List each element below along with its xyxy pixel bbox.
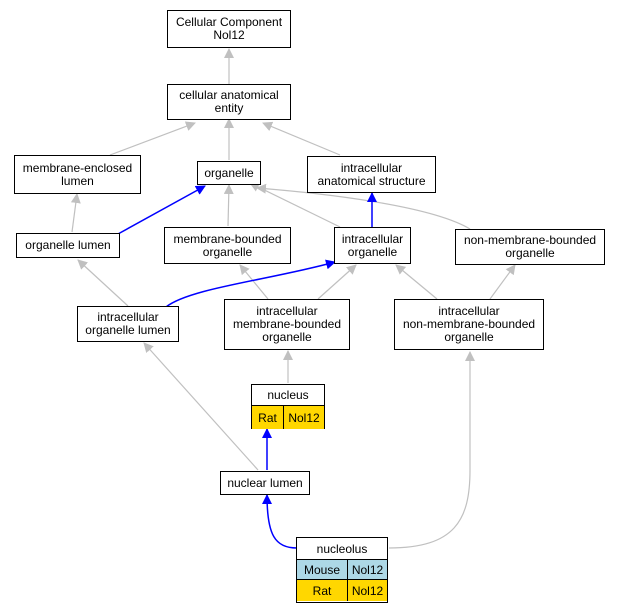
gene-cell: Nol12 bbox=[347, 580, 387, 601]
node-intracellular-membrane-bounded-organelle[interactable]: intracellular membrane-bounded organelle bbox=[224, 299, 350, 350]
node-organelle-lumen[interactable]: organelle lumen bbox=[16, 233, 120, 258]
edge-imbo-mbo bbox=[239, 264, 269, 300]
nucleolus-row-mouse: Mouse Nol12 bbox=[297, 559, 387, 579]
edge-iol-ol bbox=[77, 259, 129, 307]
nucleolus-row-rat: Rat Nol12 bbox=[297, 579, 387, 601]
edge-nuclear-lumen-iol bbox=[143, 342, 259, 471]
species-cell: Rat bbox=[258, 410, 277, 425]
node-cellular-anatomical-entity[interactable]: cellular anatomical entity bbox=[167, 84, 291, 120]
edge-ol-organelle-blue bbox=[117, 185, 206, 235]
node-intracellular-non-membrane-bounded-organelle[interactable]: intracellular non-membrane-bounded organ… bbox=[394, 299, 544, 350]
edge-ias-cae bbox=[262, 121, 341, 156]
edge-imbo-io bbox=[317, 264, 357, 300]
edge-nucleolus-nuclear-lumen-blue bbox=[262, 494, 298, 549]
edge-mbo-organelle bbox=[223, 184, 234, 227]
edge-nmbo-organelle bbox=[256, 183, 471, 230]
edge-ol-mel bbox=[70, 193, 81, 233]
edge-nucleolus-inmbo bbox=[388, 351, 475, 549]
gene-cell: Nol12 bbox=[347, 560, 387, 579]
nucleus-title: nucleus bbox=[252, 385, 324, 405]
edge-inmbo-io bbox=[395, 264, 438, 300]
node-membrane-enclosed-lumen[interactable]: membrane-enclosed lumen bbox=[14, 155, 141, 194]
node-membrane-bounded-organelle[interactable]: membrane-bounded organelle bbox=[164, 227, 291, 264]
nucleus-row-rat: Rat Nol12 bbox=[252, 405, 324, 429]
node-non-membrane-bounded-organelle[interactable]: non-membrane-bounded organelle bbox=[455, 229, 605, 265]
node-nucleus[interactable]: nucleus Rat Nol12 bbox=[251, 384, 325, 429]
node-nuclear-lumen[interactable]: nuclear lumen bbox=[220, 471, 310, 495]
species-cell: Rat bbox=[312, 583, 332, 598]
edge-inmbo-nmbo bbox=[489, 264, 516, 300]
nucleolus-title: nucleolus bbox=[297, 538, 387, 559]
node-cellular-component[interactable]: Cellular Component Nol12 bbox=[167, 10, 291, 48]
node-nucleolus[interactable]: nucleolus Mouse Nol12 Rat Nol12 bbox=[296, 537, 388, 603]
node-intracellular-organelle[interactable]: intracellular organelle bbox=[334, 227, 411, 264]
species-cell: Mouse bbox=[303, 562, 341, 577]
node-intracellular-anatomical-structure[interactable]: intracellular anatomical structure bbox=[307, 156, 436, 193]
edge-iol-io-blue bbox=[165, 259, 336, 308]
gene-cell: Nol12 bbox=[283, 406, 324, 429]
node-intracellular-organelle-lumen[interactable]: intracellular organelle lumen bbox=[77, 306, 179, 342]
edge-mel-cae bbox=[109, 121, 196, 156]
node-organelle[interactable]: organelle bbox=[197, 161, 261, 185]
